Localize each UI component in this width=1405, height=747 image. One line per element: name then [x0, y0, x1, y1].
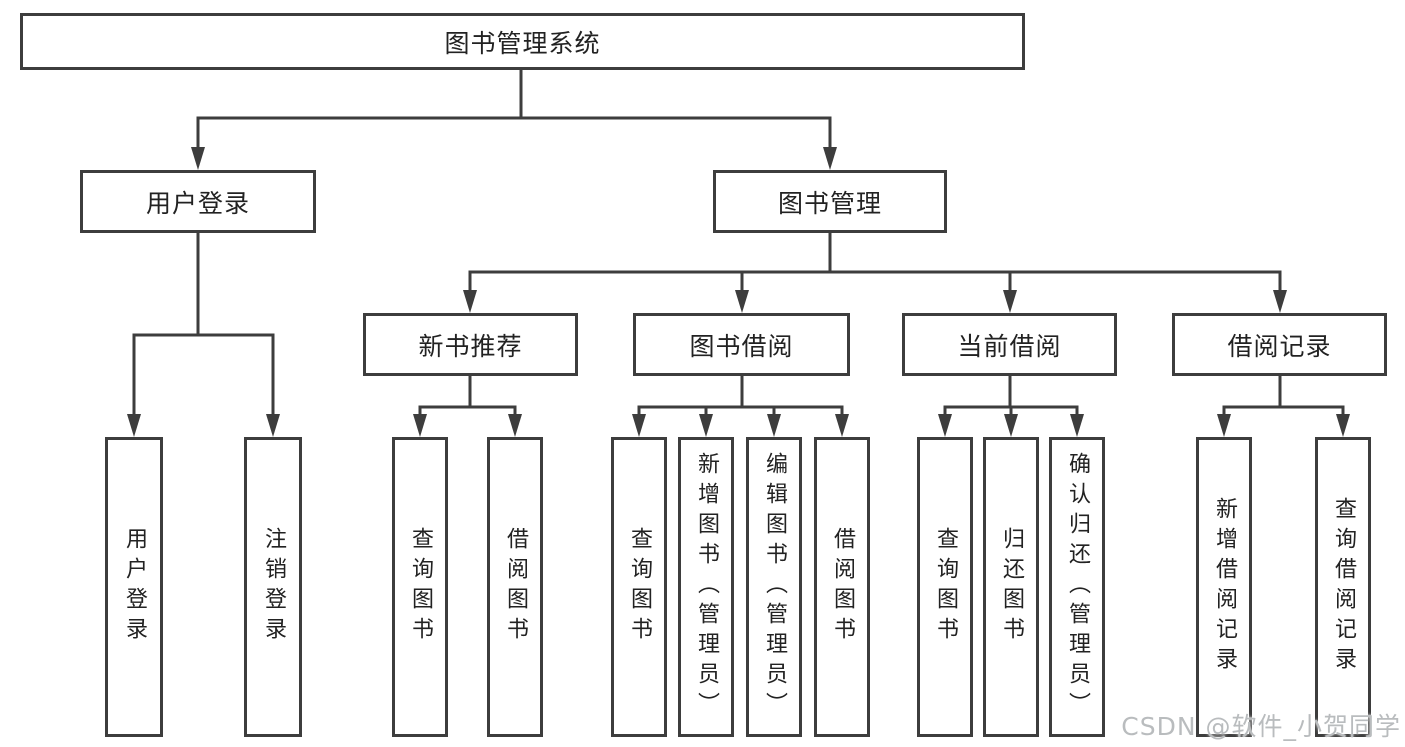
connector-user-login	[132, 233, 275, 419]
leaf-borrow-books-recommend-label: 借阅图书	[503, 527, 528, 647]
node-current-borrowing: 当前借阅	[902, 313, 1117, 376]
leaf-user-login-label: 用户登录	[122, 527, 147, 647]
connector-new-book-recommend	[418, 376, 517, 419]
node-book-management: 图书管理	[713, 170, 947, 233]
leaf-query-books-current: 查询图书	[917, 437, 973, 737]
leaf-borrow-books-borrowing-label: 借阅图书	[830, 527, 855, 647]
leaf-logout: 注销登录	[244, 437, 302, 737]
leaf-query-borrow-record: 查询借阅记录	[1315, 437, 1371, 737]
leaf-add-books-admin-label: 新增图书（管理员）	[694, 452, 719, 722]
watermark: CSDN @软件_小贺同学	[1121, 712, 1401, 741]
leaf-query-books-recommend: 查询图书	[392, 437, 448, 737]
leaf-edit-books-admin: 编辑图书（管理员）	[746, 437, 802, 737]
connector-borrowing-records	[1222, 376, 1345, 419]
leaf-confirm-return-admin-label: 确认归还（管理员）	[1065, 452, 1090, 722]
leaf-confirm-return-admin: 确认归还（管理员）	[1049, 437, 1105, 737]
connector-book-borrowing	[637, 376, 844, 419]
node-library-system: 图书管理系统	[20, 13, 1025, 70]
arrowheads	[127, 147, 1350, 437]
leaf-query-books-borrowing-label: 查询图书	[627, 527, 652, 647]
connector-book-management	[468, 233, 1282, 297]
leaf-user-login: 用户登录	[105, 437, 163, 737]
leaf-query-books-current-label: 查询图书	[933, 527, 958, 647]
connector-current-borrowing	[943, 376, 1079, 419]
leaf-add-books-admin: 新增图书（管理员）	[678, 437, 734, 737]
leaf-return-books-label: 归还图书	[999, 527, 1024, 647]
leaf-query-borrow-record-label: 查询借阅记录	[1331, 497, 1356, 677]
node-borrowing-records: 借阅记录	[1172, 313, 1387, 376]
leaf-return-books: 归还图书	[983, 437, 1039, 737]
node-book-borrowing: 图书借阅	[633, 313, 850, 376]
leaf-query-books-borrowing: 查询图书	[611, 437, 667, 737]
node-new-book-recommend: 新书推荐	[363, 313, 578, 376]
leaf-edit-books-admin-label: 编辑图书（管理员）	[762, 452, 787, 722]
leaf-logout-label: 注销登录	[261, 527, 286, 647]
leaf-add-borrow-record-label: 新增借阅记录	[1212, 497, 1237, 677]
leaf-borrow-books-recommend: 借阅图书	[487, 437, 543, 737]
leaf-query-books-recommend-label: 查询图书	[408, 527, 433, 647]
node-user-login: 用户登录	[80, 170, 316, 233]
leaf-add-borrow-record: 新增借阅记录	[1196, 437, 1252, 737]
leaf-borrow-books-borrowing: 借阅图书	[814, 437, 870, 737]
connector-root	[196, 70, 832, 152]
